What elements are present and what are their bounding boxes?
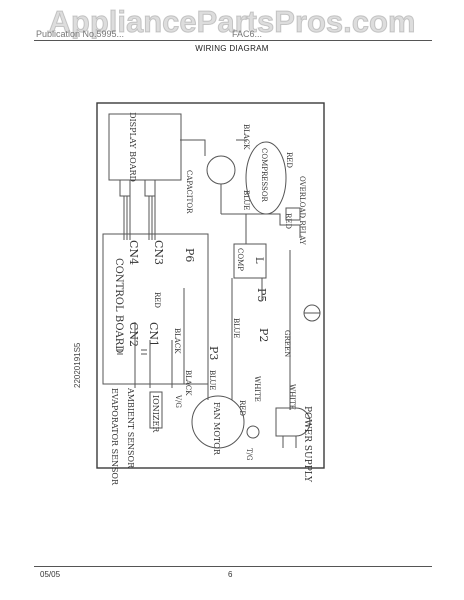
cn1-black-label: BLACK xyxy=(173,328,181,354)
evaporator-sensor-label: EVAPORATOR SENSOR xyxy=(110,388,119,486)
capacitor-label: CAPACITOR xyxy=(185,170,193,214)
fan-red-label: RED xyxy=(238,400,246,416)
page-title: WIRING DIAGRAM xyxy=(195,44,269,53)
white-wire-label: WHITE xyxy=(253,376,261,402)
cn1-red-label: RED xyxy=(153,292,161,308)
control-board-label: CONTROL BOARD xyxy=(113,258,124,353)
power-plug-prongs xyxy=(282,436,297,448)
green-wire-label: GREEN xyxy=(283,330,291,357)
ionizer-label: IONIZER xyxy=(151,395,160,433)
capacitor xyxy=(206,155,236,185)
p2-label: P2 xyxy=(257,328,270,342)
sensor-wires xyxy=(134,322,151,388)
power-plug xyxy=(275,407,311,437)
vg-label: V/G xyxy=(174,394,182,408)
cn2-label: CN2 xyxy=(127,322,140,347)
fan-motor xyxy=(191,395,245,449)
publication-number: Publication No.5995... xyxy=(36,29,125,39)
p6-label: P6 xyxy=(183,248,196,262)
fan-motor-label: FAN MOTOR xyxy=(212,402,221,456)
overload-relay-label: OVERLOAD RELAY xyxy=(298,176,306,245)
ionizer-black-label: BLACK xyxy=(184,370,192,396)
watermark: AppliancePartsPros.com xyxy=(48,4,416,40)
fan-blue-label: BLUE xyxy=(208,370,216,390)
footer-date: 05/05 xyxy=(40,570,61,579)
p3-label: P3 xyxy=(207,346,220,360)
compressor-wires xyxy=(180,139,301,244)
p2-blue-label: BLUE xyxy=(232,318,240,338)
fan-motor-terminal xyxy=(246,425,260,439)
cn4-label: CN4 xyxy=(127,240,140,265)
cn1-label: CN1 xyxy=(147,322,160,347)
display-connector-1 xyxy=(119,179,131,197)
comp-label: COMP xyxy=(236,248,244,271)
model-number: FAC6... xyxy=(232,29,263,39)
display-board xyxy=(108,113,182,181)
cn1-wires xyxy=(171,288,185,388)
tg-label: T/G xyxy=(245,448,253,461)
display-ribbon-wires xyxy=(123,196,156,240)
cn-pins xyxy=(117,349,147,355)
compressor-red-label: RED xyxy=(285,152,293,168)
l-label: L xyxy=(253,257,264,264)
diagram-frame xyxy=(96,102,325,469)
power-supply-label: POWER SUPPLY xyxy=(302,406,312,483)
compressor-label: COMPRESSOR xyxy=(260,148,268,203)
board-output-wires xyxy=(207,234,291,410)
header-rule xyxy=(34,40,432,41)
relay-block xyxy=(233,243,267,279)
ambient-sensor-label: AMBIENT SENSOR xyxy=(126,387,135,469)
overload-red-label: RED xyxy=(284,213,292,229)
page-number: 6 xyxy=(228,570,233,579)
capacitor-blue-label: BLUE xyxy=(242,190,250,210)
white-wire-label-2: WHITE xyxy=(288,384,296,410)
capacitor-black-label: BLACK xyxy=(242,124,250,150)
overload-relay xyxy=(285,207,301,221)
display-connector-2 xyxy=(144,179,156,197)
cn3-label: CN3 xyxy=(152,240,165,265)
display-board-label: DISPLAY BOARD xyxy=(128,112,137,182)
ionizer xyxy=(149,391,163,429)
footer-rule xyxy=(34,566,432,567)
